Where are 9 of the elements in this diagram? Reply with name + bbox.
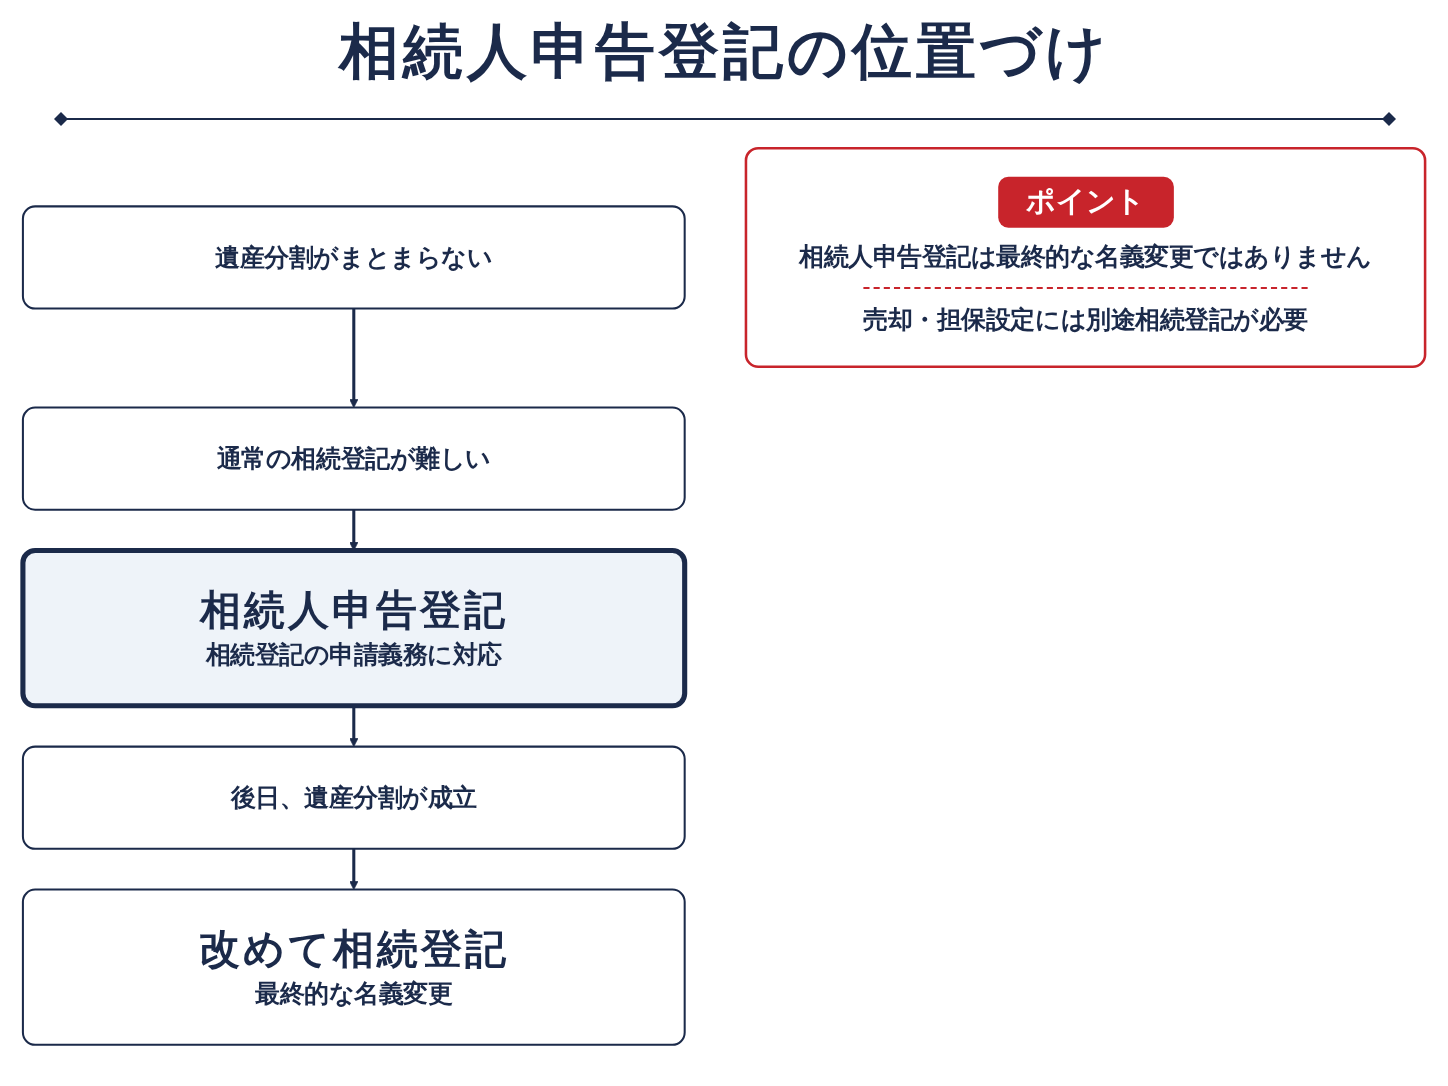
- node-box: 通常の相続登記が難しい: [21, 406, 686, 511]
- node-box: ポイント 相続人申告登記は最終的な名義変更ではありません 売却・担保設定には別途相続登記が必要: [744, 146, 1427, 368]
- arrow: [349, 308, 359, 408]
- node-box: 後日、遺産分割が成立: [21, 745, 686, 850]
- node-box: 相続人申告登記 相続登記の申請義務に対応: [20, 548, 688, 709]
- arrow: [349, 848, 359, 890]
- node-box: 遺産分割がまとまらない: [21, 205, 686, 310]
- diagram-title: 相続人申告登記の位置づけ: [338, 15, 1110, 88]
- node-box: 改めて相続登記 最終的な名義変更: [21, 888, 686, 1046]
